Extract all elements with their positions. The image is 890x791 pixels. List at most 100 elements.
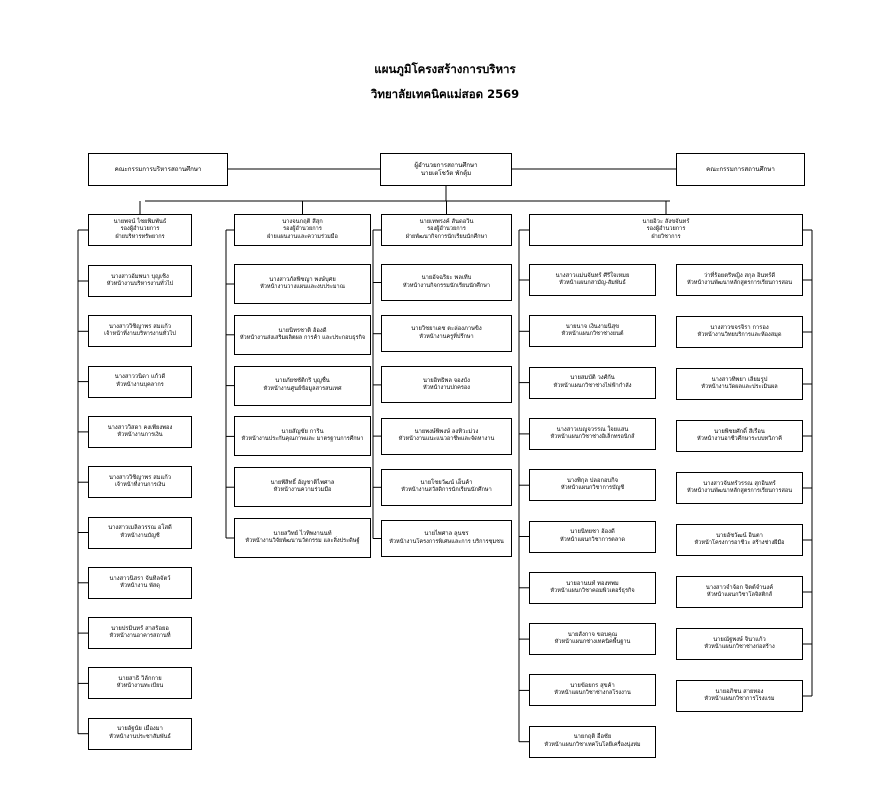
- div3-unit-1-text-1: นายอัจฉริยะ พลเทีบ: [421, 275, 472, 282]
- div4-right-unit-7-text-1: นางสาวจำจ้อก จิตต์จำนงค์: [705, 584, 774, 591]
- div3-unit-5-text-2: หัวหน้างานสวัสดิการนักเรียนนักศึกษา: [401, 487, 492, 494]
- division-head-1-text-1: นายพจน์ ไชยพิมพันธ์: [113, 219, 167, 226]
- div4-left-unit-8-text-2: หัวหน้าแผนกช่างเทคนิคพื้นฐาน: [554, 639, 631, 646]
- div4-left-unit-2-text-2: หัวหน้าแผนกวิชาช่างยนต์: [561, 331, 624, 338]
- div1-unit-2-text-1: นางสาววิชิญาพร สมแก้ว: [108, 324, 172, 331]
- div4-left-unit-5-text-1: นางพิกุล ปลอกอบกิจ: [566, 477, 619, 484]
- div4-left-unit-2-text-1: นายนาจ เงินงามนิสุข: [565, 324, 620, 331]
- div1-unit-3-text-2: หัวหน้างานบุคลากร: [116, 381, 164, 388]
- div2-unit-2: นายนิทรชาติ ฮ้องดีหัวหน้างานส่งเสริมผลิต…: [234, 314, 371, 355]
- div4-left-unit-5: นางพิกุล ปลอกอบกิจหัวหน้าแผนกวิชาการบัญช…: [529, 469, 656, 502]
- div3-unit-5-text-1: นายโชยวัฒน์ เอ็นค้า: [420, 480, 473, 487]
- div4-left-unit-9: นายข้อยกร สุขค้าหัวหน้าแผนกวิชาช่างกลโรง…: [529, 674, 656, 707]
- div2-unit-2-text-1: นายนิทรชาติ ฮ้องดี: [278, 327, 327, 334]
- div1-unit-8-text-2: หัวหน้างานอาคารสถานที่: [109, 633, 171, 640]
- div4-right-unit-3: นางสาวทิพยา เลียมรูปหัวหน้างานวัดผลและปร…: [676, 368, 803, 400]
- div1-unit-5-text-1: นางสาววิชิญาพร สมแก้ว: [108, 474, 172, 481]
- div4-left-unit-7-text-1: นายอานนท์ ทองทพม: [566, 580, 619, 587]
- div2-unit-3-text-1: นายภัยชชัติกริ บุญชื่น: [275, 378, 330, 385]
- div4-left-unit-1-text-1: นางสาวแม่นจันทร์ ศีรีใจเหมย: [555, 272, 630, 279]
- div3-unit-3-text-2: หัวหน้างานปกครอง: [423, 384, 470, 391]
- division-head-2-text-1: นางจนกฤติ สีสุก: [282, 219, 323, 226]
- div4-left-unit-4-text-1: นางสาวเบญจวรรณ ใจยแสน: [556, 426, 629, 433]
- div4-right-unit-3-text-1: นางสาวทิพยา เลียมรูป: [711, 376, 768, 383]
- div4-left-unit-6: นายนิทยชา ฮ้องดีหัวหน้าแผนกวิชาการตลาด: [529, 520, 656, 553]
- div2-unit-6-text-1: นายสวิทย์ ไวทิพงานนท์: [273, 530, 332, 537]
- div1-unit-6-text-2: หัวหน้างานบัญชี: [120, 532, 160, 539]
- division-head-3-text-3: ฝ่ายพัฒนากิจการนักเรียนนักศึกษา: [405, 233, 488, 240]
- div4-right-unit-8: นายณัฐพงษ์ จินาแก้วหัวหน้าแผนกวิชาช่างก่…: [676, 628, 803, 660]
- div1-unit-4-text-1: นางสาววิสดา คงเพียงพอง: [107, 424, 173, 431]
- div4-left-unit-3-text-1: นายสมบัติ วงศ์กัน: [570, 375, 615, 382]
- div4-right-unit-4-text-2: หัวหน้างานอาชีวศึกษาระบบทวิภาคี: [697, 436, 782, 442]
- div3-unit-1: นายอัจฉริยะ พลเทีบหัวหน้างานกิจกรรมนักเร…: [381, 264, 512, 301]
- div4-right-unit-5-text-1: นางสาวจันทร์วรรณ สุกอินทร์: [703, 480, 776, 487]
- div1-unit-9: นายสาธิ วิลักกายหัวหน้างานทะเบียน: [88, 667, 192, 700]
- div1-unit-5: นางสาววิชิญาพร สมแก้วเจ้าหน้าที่งานการเง…: [88, 466, 192, 499]
- div2-unit-1: นางสาวภัสพิชญา พงษ์บุศยหัวหน้างานวางแผนแ…: [234, 264, 371, 304]
- div4-left-unit-5-text-2: หัวหน้าแผนกวิชาการบัญชี: [560, 485, 625, 492]
- div1-unit-1-text-1: นางสาวอัมพนา บุญเชิง: [111, 273, 169, 280]
- div4-left-unit-8-text-1: นายสังกาจ ขอบคุณ: [567, 631, 618, 638]
- division-head-1-text-2: รองผู้อำนวยการ: [120, 226, 160, 233]
- division-head-3-text-2: รองผู้อำนวยการ: [427, 226, 466, 233]
- div4-right-unit-4: นายพิชยศักดิ์ สีเรือนหัวหน้างานอาชีวศึกษ…: [676, 420, 803, 452]
- div1-unit-6-text-1: นางสาวเมลิลวรรณ อโสดี: [108, 525, 172, 532]
- div4-left-unit-6-text-2: หัวหน้าแผนกวิชาการตลาด: [559, 536, 626, 543]
- div4-left-unit-3: นายสมบัติ วงศ์กันหัวหน้าแผนกวิชาช่างไฟฟ้…: [529, 366, 656, 399]
- div1-unit-9-text-2: หัวหน้างานทะเบียน: [116, 683, 164, 690]
- div4-left-unit-9-text-2: หัวหน้าแผนกวิชาช่างกลโรงงาน: [554, 690, 631, 697]
- div2-unit-1-text-2: หัวหน้างานวางแผนและงบประมาณ: [260, 284, 345, 290]
- div2-unit-3: นายภัยชชัติกริ บุญชื่นหัวหน้างานศูนย์ข้อ…: [234, 365, 371, 406]
- div2-unit-4-text-2: หัวหน้างานประกันคุณภาพและ มาตรฐานการศึกษ…: [241, 436, 364, 443]
- div4-right-unit-3-text-2: หัวหน้างานวัดผลและประเมินผล: [701, 384, 778, 390]
- div4-right-unit-7-text-2: หัวหน้าแผนกวิชาโลจิสติกส์: [706, 592, 773, 598]
- div4-left-unit-4-text-2: หัวหน้าแผนกวิชาช่างอิเล็กทรอนิกส์: [550, 433, 635, 440]
- division-head-1: นายพจน์ ไชยพิมพันธ์รองผู้อำนวยการฝ่ายบริ…: [88, 214, 192, 246]
- div1-unit-4-text-2: หัวหน้างานการเงิน: [117, 431, 163, 438]
- div4-right-unit-7: นางสาวจำจ้อก จิตต์จำนงค์หัวหน้าแผนกวิชาโ…: [676, 576, 803, 608]
- div2-unit-3-text-2: หัวหน้างานศูนย์ข้อมูลสารสนเทศ: [263, 385, 342, 392]
- div1-unit-10: นายอัฐนัย เมืองมาหัวหน้างานประชาสัมพันธ์: [88, 717, 192, 750]
- div4-left-unit-9-text-1: นายข้อยกร สุขค้า: [570, 683, 615, 690]
- div1-unit-7-text-2: หัวหน้างาน พัสดุ: [120, 582, 160, 589]
- div4-right-unit-8-text-1: นายณัฐพงษ์ จินาแก้ว: [713, 636, 766, 643]
- div4-left-unit-8: นายสังกาจ ขอบคุณหัวหน้าแผนกช่างเทคนิคพื้…: [529, 623, 656, 656]
- div4-right-unit-1: ว่าที่ร้อยตรีหญิง สกุล อินทร์ดีหัวหน้างา…: [676, 264, 803, 296]
- div4-right-unit-6-text-1: นายอัชวัฒน์ อินตา: [716, 532, 763, 539]
- div3-unit-3: นายอิทธิพล จองบังหัวหน้างานปกครอง: [381, 366, 512, 404]
- div3-unit-1-text-2: หัวหน้างานกิจกรรมนักเรียนนักศึกษา: [402, 282, 491, 289]
- div1-unit-4: นางสาววิสดา คงเพียงพองหัวหน้างานการเงิน: [88, 415, 192, 448]
- committee-admin-box: คณะกรรมการบริหารสถานศึกษา: [88, 153, 228, 186]
- div4-right-unit-9-text-1: นายอภิชน สายทอง: [715, 688, 764, 695]
- div1-unit-10-text-2: หัวหน้างานประชาสัมพันธ์: [109, 733, 171, 740]
- div1-unit-5-text-2: เจ้าหน้าที่งานการเงิน: [114, 482, 166, 489]
- div2-unit-2-text-2: หัวหน้างานส่งเสริมผลิตผล การค้า และประกอ…: [239, 334, 366, 341]
- division-head-4-text-2: รองผู้อำนวยการ: [646, 226, 686, 233]
- division-head-1-text-3: ฝ่ายบริหารทรัพยากร: [115, 233, 165, 240]
- div4-left-unit-6-text-1: นายนิทยชา ฮ้องดี: [570, 529, 615, 536]
- div4-right-unit-8-text-2: หัวหน้าแผนกวิชาช่างก่อสร้าง: [704, 644, 775, 650]
- division-head-3-text-1: นายเทพรงค์ สันดอวิน: [419, 219, 474, 226]
- div1-unit-2: นางสาววิชิญาพร สมแก้วเจ้าหน้าที่งานบริหา…: [88, 315, 192, 348]
- div2-unit-1-text-1: นางสาวภัสพิชญา พงษ์บุศย: [269, 276, 336, 283]
- div1-unit-1: นางสาวอัมพนา บุญเชิงหัวหน้างานบริหารงานท…: [88, 265, 192, 297]
- div4-right-unit-2: นางสาวขจรจิรา การองหัวหน้างานวิทยบริการแ…: [676, 316, 803, 348]
- div4-left-unit-2: นายนาจ เงินงามนิสุขหัวหน้าแผนกวิชาช่างยน…: [529, 315, 656, 348]
- div4-left-unit-1: นางสาวแม่นจันทร์ ศีรีใจเหมยหัวหน้าแผนกสา…: [529, 264, 656, 296]
- div1-unit-9-text-1: นายสาธิ วิลักกาย: [118, 676, 162, 683]
- div1-unit-1-text-2: หัวหน้างานบริหารงานทั่วไป: [106, 281, 174, 287]
- chart-title-line1: แผนภูมิโครงสร้างการบริหาร: [374, 62, 516, 76]
- div4-right-unit-2-text-1: นางสาวขจรจิรา การอง: [710, 324, 769, 331]
- chart-title-line2: วิทยาลัยเทคนิคแม่สอด 2569: [370, 87, 520, 101]
- div3-unit-4-text-2: หัวหน้างานแนะแนวอาชีพและจัดหางาน: [398, 436, 495, 443]
- div4-left-unit-7-text-2: หัวหน้าแผนกวิชาคอมพิวเตอร์ธุรกิจ: [550, 587, 635, 594]
- div3-unit-4-text-1: นายพงษ์พิพงษ์ ลงทิวะม่วง: [414, 428, 479, 435]
- div4-right-unit-4-text-1: นายพิชยศักดิ์ สีเรือน: [714, 428, 765, 435]
- div3-unit-6-text-1: นายไพศาล ลุนชร: [424, 531, 469, 538]
- division-head-3: นายเทพรงค์ สันดอวินรองผู้อำนวยการฝ่ายพัฒ…: [381, 214, 512, 246]
- division-head-2-text-2: รองผู้อำนวยการ: [283, 226, 322, 233]
- division-head-2-text-3: ฝ่ายแผนงานและความร่วมมือ: [267, 233, 338, 240]
